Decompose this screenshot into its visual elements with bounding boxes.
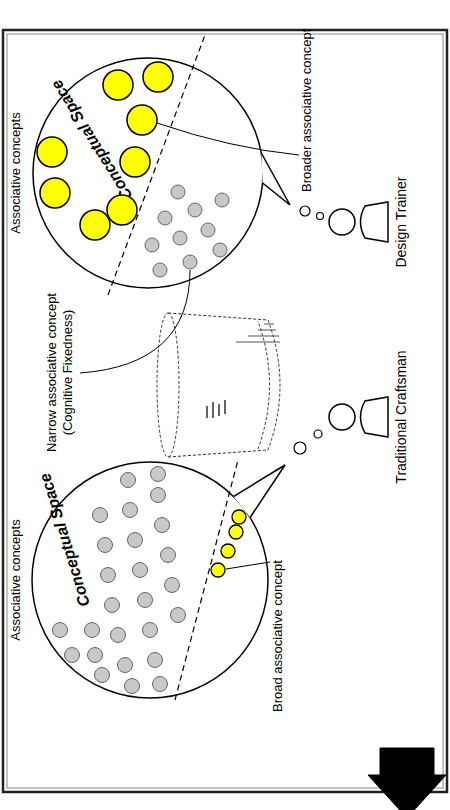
circle-heading: Associative concepts [8, 43, 24, 303]
dashed-divider [108, 35, 205, 295]
annotation-label: Design Trainer [393, 122, 410, 322]
narrow-concept-dots [145, 185, 229, 277]
concept-space-node: Associative conceptsConceptual Space [8, 450, 270, 710]
person-icon [329, 202, 388, 242]
block-arrow [368, 748, 446, 810]
dashed-divider [175, 460, 238, 700]
broad-concept-dots [211, 510, 246, 577]
leader-line [80, 270, 190, 373]
pot-texture [236, 324, 280, 342]
leader-line [226, 562, 270, 569]
annotation-label: Broad associative concept [270, 522, 286, 712]
pot-drawing [157, 313, 280, 457]
pot-texture [207, 400, 225, 418]
annotation-label: Broader associative concept [299, 17, 315, 192]
concept-space-node: Associative conceptsConceptual Space [8, 43, 270, 303]
narrow-concept-dots [53, 467, 186, 694]
annotation-label: Narrow associative concept (Cognitive Fi… [44, 280, 76, 465]
person-icon [329, 397, 388, 437]
frame-outer [3, 30, 447, 792]
bubble-tail [233, 465, 285, 518]
frame-inner [7, 34, 443, 788]
circle-outline [32, 462, 268, 698]
annotation-label: Traditional Craftsman [393, 317, 410, 517]
circle-outline [33, 58, 263, 288]
bubble-tail [261, 153, 290, 205]
leader-line [157, 123, 299, 155]
thought-circles [294, 206, 324, 454]
broader-concept-dots [37, 62, 173, 240]
circle-heading: Associative concepts [8, 450, 24, 710]
concept-circle [8, 43, 270, 303]
